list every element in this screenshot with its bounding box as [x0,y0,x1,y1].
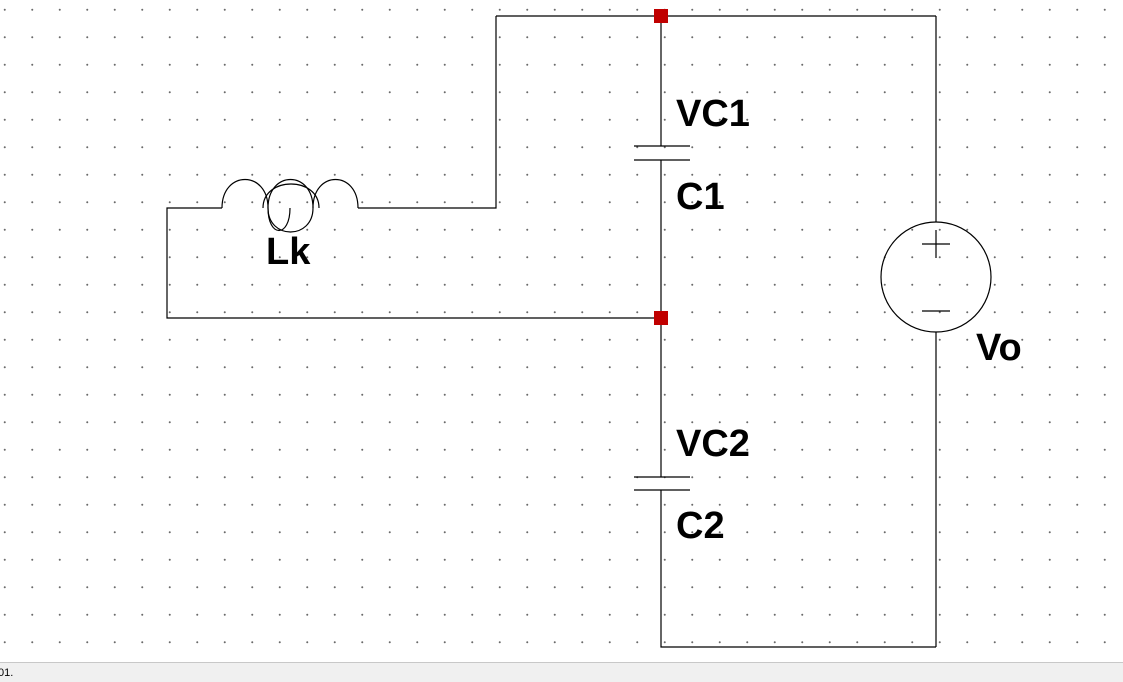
wire-riser[interactable] [358,16,497,209]
inductor-symbol[interactable] [221,178,359,233]
status-bar: 01. [0,662,1123,682]
junction-middle[interactable] [654,311,668,325]
capacitor-c2-symbol[interactable] [634,476,690,491]
capacitor-c2-voltage-label: VC2 [676,423,750,465]
circuit-diagram: Lk VC1 C1 VC2 C2 Vo [166,9,1022,648]
junctions [654,9,668,325]
capacitor-c1-name-label: C1 [676,176,725,218]
junction-top[interactable] [654,9,668,23]
inductor-label: Lk [266,231,311,273]
voltage-source-label: Vo [976,327,1022,369]
capacitor-c2-name-label: C2 [676,505,725,547]
schematic-canvas[interactable]: Lk VC1 C1 VC2 C2 Vo [0,0,1123,662]
wire-c2-bottom[interactable] [660,490,936,648]
wire-inductor-left[interactable] [166,207,661,319]
wires [166,15,937,648]
capacitor-c1-voltage-label: VC1 [676,93,750,135]
voltage-source-symbol[interactable] [880,221,992,333]
status-text: 01. [0,667,14,679]
capacitor-c1-symbol[interactable] [634,145,690,161]
